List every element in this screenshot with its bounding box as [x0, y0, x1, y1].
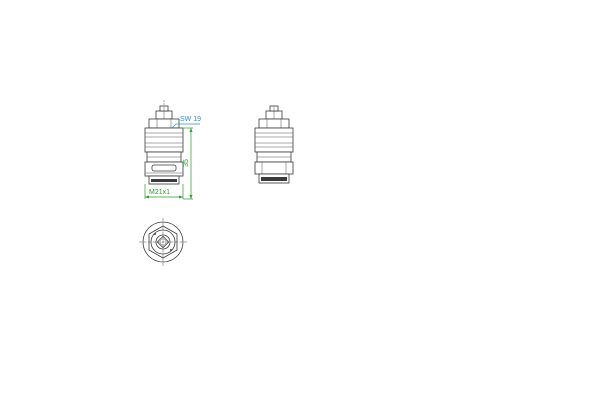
- height-dimension: 35: [183, 127, 193, 200]
- top-view: [139, 218, 187, 266]
- wrench-size-dimension: SW 19: [171, 116, 201, 129]
- side-view: [254, 105, 294, 184]
- thread-label: M21x1: [149, 189, 170, 196]
- thread-dimension: M21x1: [144, 184, 184, 199]
- height-label: 35: [183, 159, 190, 167]
- front-view: [144, 100, 184, 185]
- wrench-size-label: SW 19: [180, 116, 201, 123]
